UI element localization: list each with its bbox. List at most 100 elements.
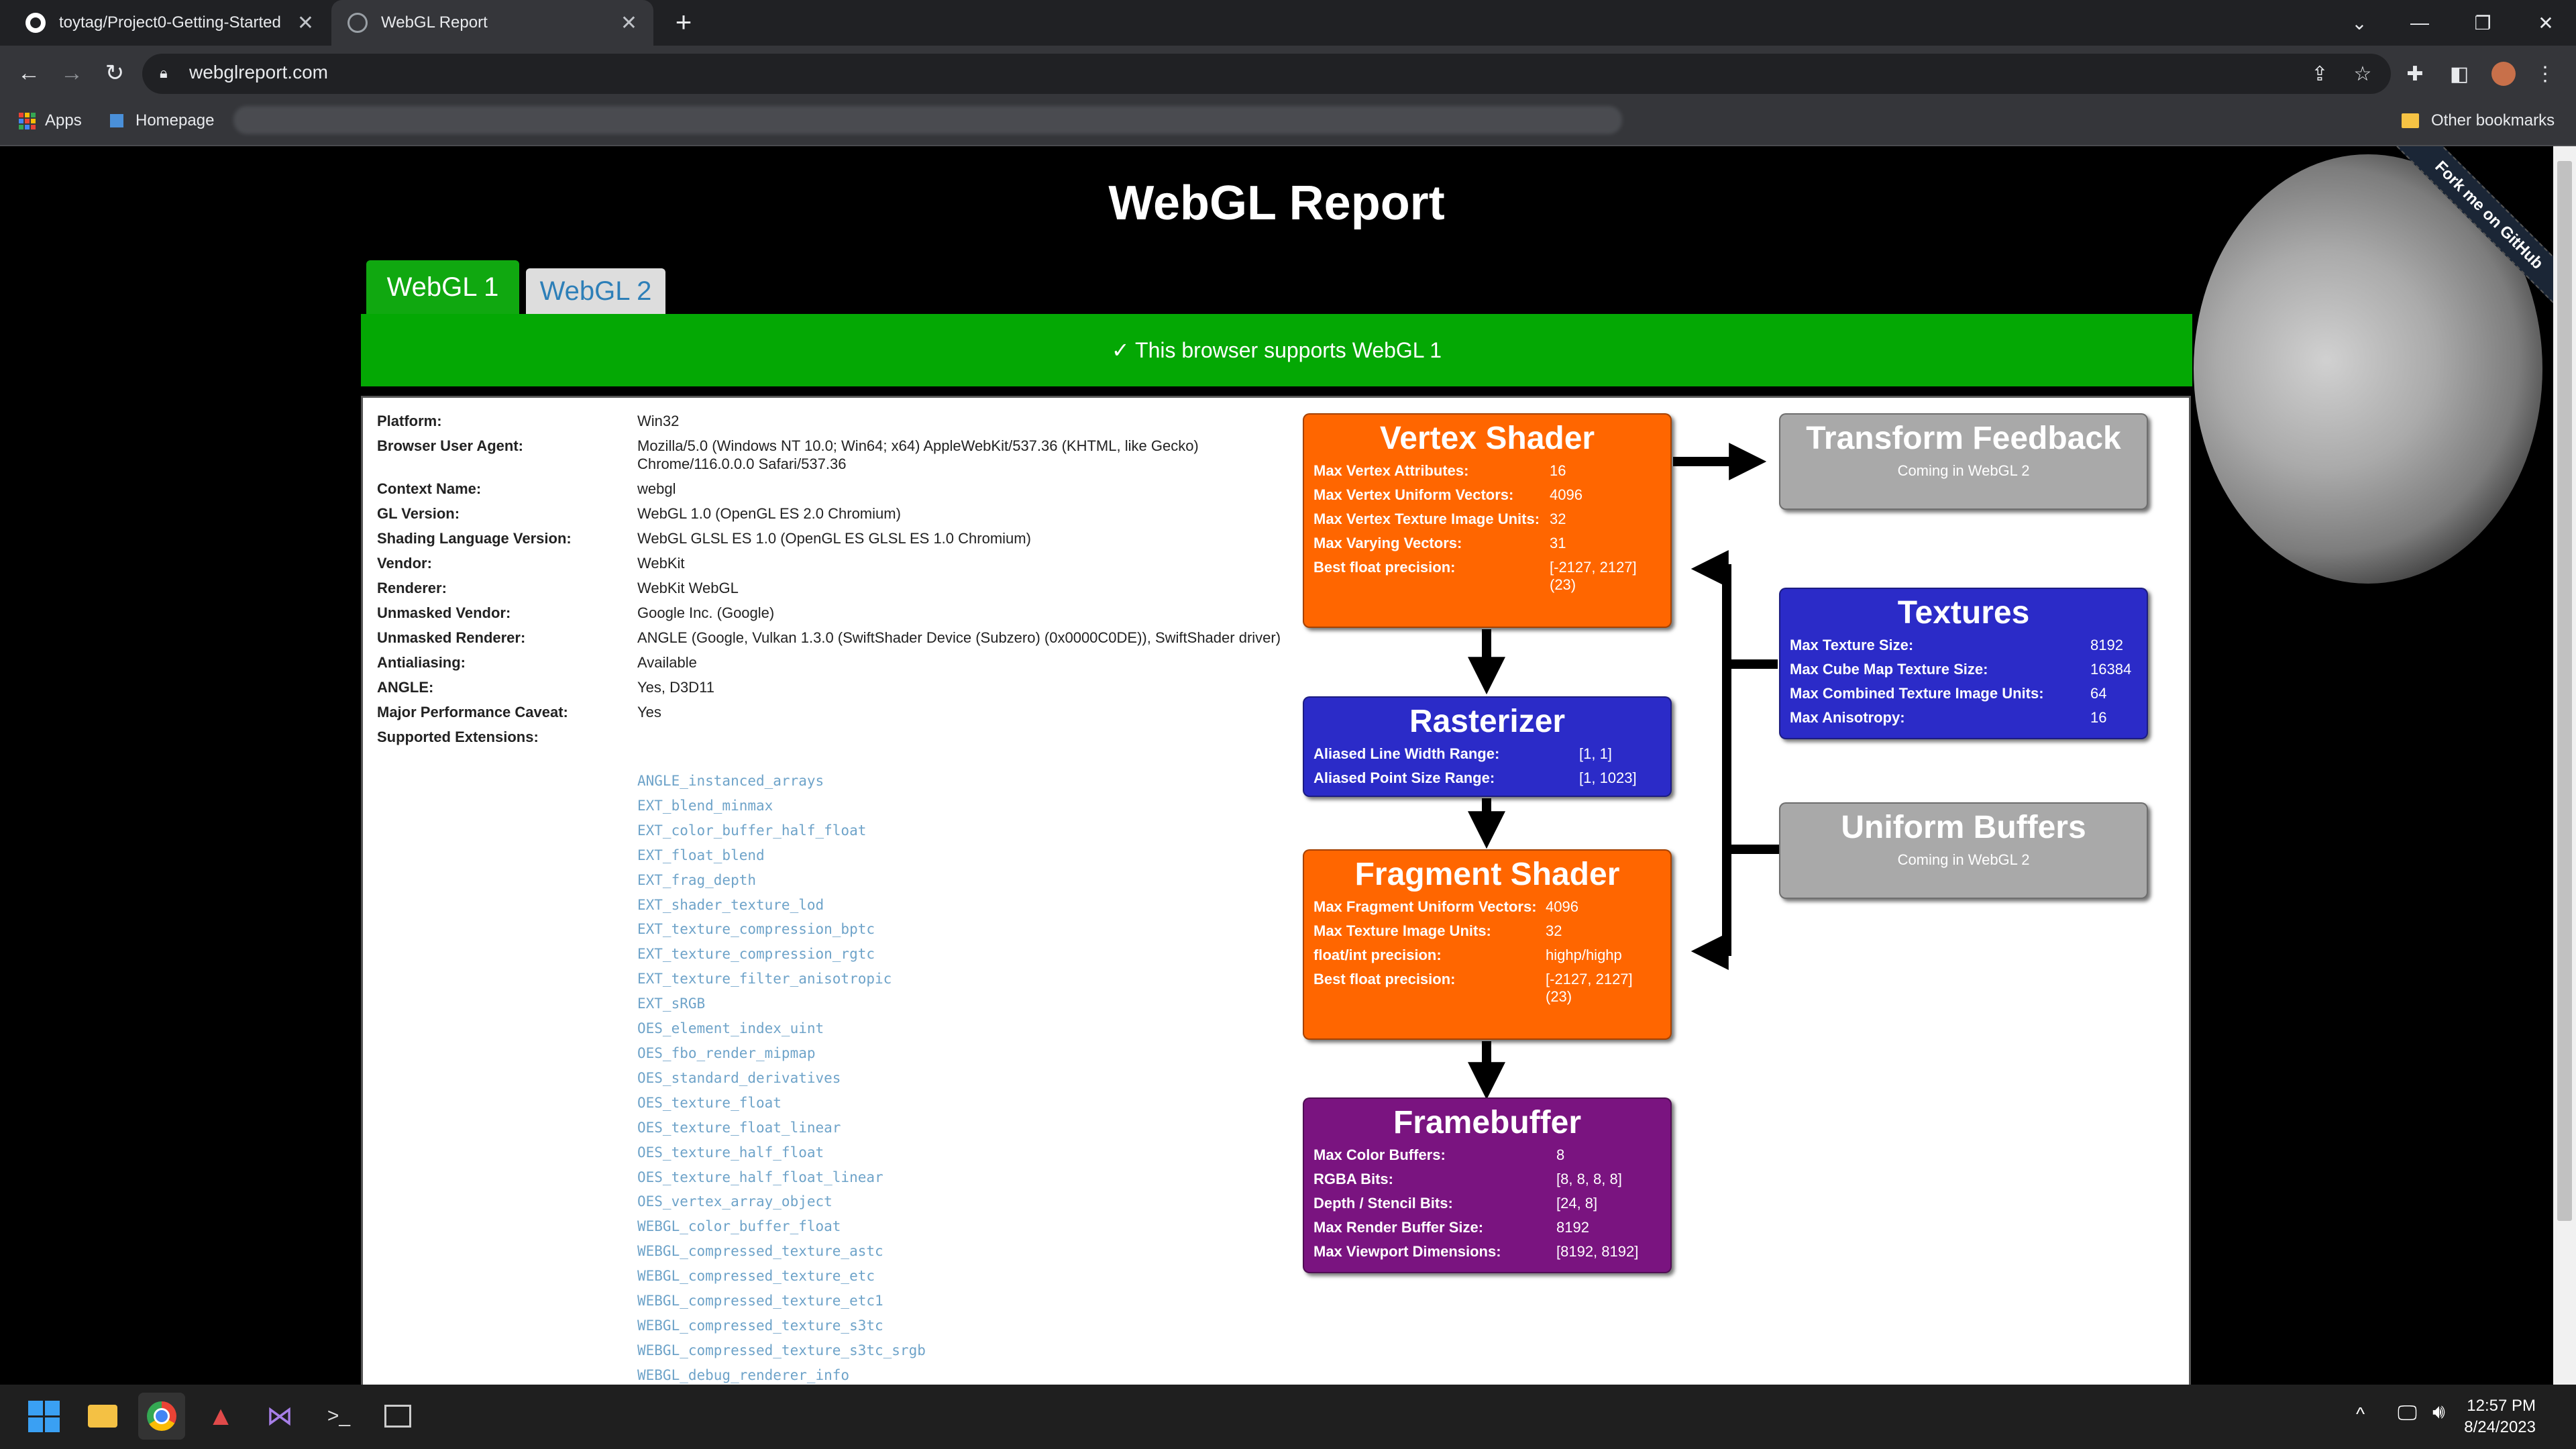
info-key: Antialiasing: [377,654,466,671]
box-value: [1, 1023] [1579,769,1637,786]
bookmark-star-icon[interactable]: ☆ [2353,62,2372,85]
extension-link[interactable]: OES_texture_half_float [637,1144,824,1161]
github-icon [25,13,46,33]
terminal-icon[interactable]: >_ [327,1405,351,1427]
new-tab-button[interactable]: + [675,6,692,38]
close-icon[interactable]: ✕ [297,11,314,34]
extension-link[interactable]: EXT_frag_depth [637,871,757,888]
info-table: Platform:Win32 Browser User Agent:Mozill… [377,412,1303,753]
menu-kebab-icon[interactable]: ⋮ [2535,62,2555,85]
tab-webgl1[interactable]: WebGL 1 [366,260,519,314]
box-value: 8192 [2090,637,2123,653]
extension-link[interactable]: OES_texture_float_linear [637,1119,841,1136]
extension-link[interactable]: OES_texture_half_float_linear [637,1169,883,1185]
side-panel-icon[interactable]: ◧ [2449,62,2469,85]
box-key: Best float precision: [1313,971,1456,987]
info-value: webgl [637,480,676,497]
extension-link[interactable]: OES_fbo_render_mipmap [637,1044,816,1061]
box-subtitle: Coming in WebGL 2 [1897,462,2030,479]
tab-search-icon[interactable]: ⌄ [2351,12,2367,34]
windows-start-icon[interactable] [20,1393,67,1440]
visual-studio-icon[interactable]: ⋈ [266,1401,293,1431]
box-row: Max Color Buffers:8 [1313,1146,1661,1164]
box-row: Max Varying Vectors:31 [1313,535,1661,552]
chrome-icon[interactable] [138,1393,185,1440]
app-window-icon[interactable] [374,1393,421,1440]
info-value: ANGLE (Google, Vulkan 1.3.0 (SwiftShader… [637,629,1281,646]
clock-time: 12:57 PM [2467,1397,2536,1415]
info-value: WebGL 1.0 (OpenGL ES 2.0 Chromium) [637,505,901,522]
triangle-app-icon[interactable]: ▲ [207,1401,234,1431]
extension-link[interactable]: EXT_texture_compression_rgtc [637,946,875,963]
url-text[interactable]: webglreport.com [189,62,328,83]
box-value: 4096 [1550,486,1582,503]
uniform-buffers-box: Uniform Buffers Coming in WebGL 2 [1779,802,2148,899]
extension-link[interactable]: WEBGL_compressed_texture_astc [637,1243,883,1260]
profile-avatar[interactable] [2487,58,2520,90]
extension-link[interactable]: OES_texture_float [637,1094,782,1111]
info-row: Platform:Win32 [377,412,1303,430]
extension-link[interactable]: WEBGL_compressed_texture_s3tc_srgb [637,1342,926,1358]
extension-link[interactable]: OES_element_index_uint [637,1020,824,1037]
extension-link[interactable]: OES_vertex_array_object [637,1193,833,1210]
browser-tab-github[interactable]: toytag/Project0-Getting-Started ✕ [13,0,330,46]
scrollbar-thumb[interactable] [2557,161,2572,1221]
info-value: WebGL GLSL ES 1.0 (OpenGL ES GLSL ES 1.0… [637,530,1031,547]
box-key: float/int precision: [1313,947,1442,963]
network-icon[interactable]: 🖵︎ [2398,1402,2417,1424]
info-row: Shading Language Version:WebGL GLSL ES 1… [377,529,1303,547]
support-banner: ✓ This browser supports WebGL 1 [361,314,2192,386]
extension-link[interactable]: EXT_texture_filter_anisotropic [637,971,892,987]
fork-me-ribbon[interactable]: Fork me on GitHub [2381,146,2553,321]
info-row: Major Performance Caveat:Yes [377,703,1303,721]
box-key: Max Varying Vectors: [1313,535,1462,551]
extension-link[interactable]: EXT_texture_compression_bptc [637,921,875,938]
bookmark-other[interactable]: Other bookmarks [2402,111,2555,130]
extension-link[interactable]: WEBGL_compressed_texture_s3tc [637,1317,883,1334]
extension-link[interactable]: WEBGL_color_buffer_float [637,1218,841,1235]
extension-link[interactable]: OES_standard_derivatives [637,1069,841,1086]
close-window-icon[interactable]: ✕ [2538,12,2554,34]
extension-link[interactable]: EXT_sRGB [637,996,706,1012]
info-value: WebKit [637,555,685,572]
taskbar-clock[interactable]: 12:57 PM 8/24/2023 [2464,1395,2536,1438]
extension-link[interactable]: EXT_shader_texture_lod [637,896,824,913]
back-icon[interactable]: ← [17,60,40,86]
bookmark-label: Other bookmarks [2431,111,2555,129]
forward-icon[interactable]: → [60,60,83,86]
info-value: Yes [637,704,661,720]
tab-webgl2[interactable]: WebGL 2 [526,268,665,314]
box-value: 32 [1550,511,1566,527]
extensions-icon[interactable]: ✚ [2406,62,2424,85]
bookmark-homepage[interactable]: Homepage [110,111,214,130]
folder-icon [2402,113,2419,128]
extension-link[interactable]: WEBGL_debug_renderer_info [637,1366,850,1383]
volume-icon[interactable]: 🔊︎ [2432,1401,2445,1423]
flag-icon [110,114,123,127]
box-value: 16384 [2090,661,2132,678]
minimize-icon[interactable]: — [2410,12,2429,33]
info-row: Context Name:webgl [377,480,1303,498]
extension-link[interactable]: ANGLE_instanced_arrays [637,773,824,789]
chevron-up-icon[interactable]: ^ [2356,1403,2365,1424]
extension-link[interactable]: EXT_blend_minmax [637,797,773,814]
file-explorer-icon[interactable] [79,1393,126,1440]
box-row: Max Fragment Uniform Vectors:4096 [1313,898,1661,916]
close-icon[interactable]: ✕ [620,11,637,34]
bookmark-apps[interactable]: Apps [19,111,82,130]
box-subtitle: Coming in WebGL 2 [1897,851,2030,868]
bookmark-label: Homepage [136,111,215,129]
extension-link[interactable]: WEBGL_compressed_texture_etc1 [637,1293,883,1309]
extension-link[interactable]: EXT_color_buffer_half_float [637,822,867,839]
restore-icon[interactable]: ❐ [2474,12,2491,34]
reload-icon[interactable]: ↻ [105,60,125,86]
share-icon[interactable]: ⇪ [2311,62,2328,85]
box-row: Max Render Buffer Size:8192 [1313,1219,1661,1236]
extension-link[interactable]: EXT_float_blend [637,847,765,863]
address-bar[interactable] [142,54,2391,94]
browser-tab-webgl-report[interactable]: WebGL Report ✕ [331,0,653,46]
extension-link[interactable]: WEBGL_compressed_texture_etc [637,1268,875,1285]
lock-icon[interactable]: 🔒︎ [160,64,168,81]
clock-date: 8/24/2023 [2464,1418,2536,1436]
